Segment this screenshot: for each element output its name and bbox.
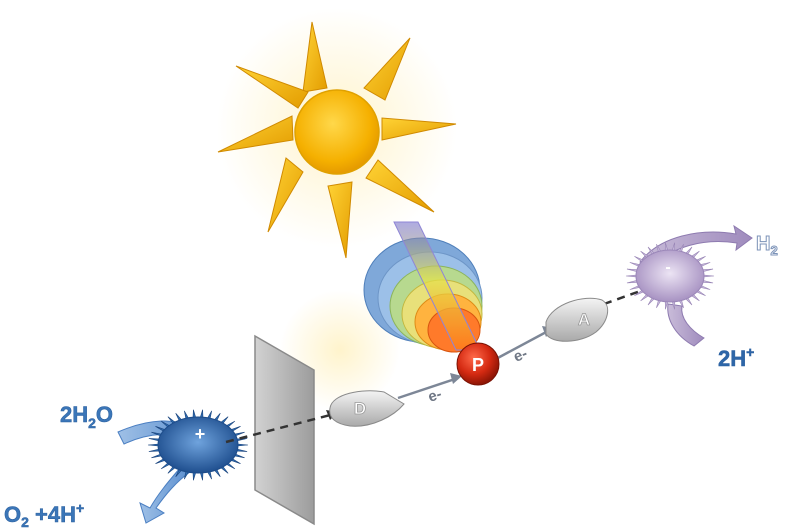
oxygen-outflow-arrow bbox=[140, 468, 190, 523]
reduction-catalyst-body bbox=[636, 250, 704, 302]
oxidation-catalyst: + bbox=[118, 410, 248, 523]
oxidation-catalyst-sign: + bbox=[195, 424, 206, 444]
proton-inflow-arrow bbox=[668, 304, 704, 346]
donor-node: D bbox=[330, 391, 404, 426]
photosensitizer-node: P bbox=[457, 343, 499, 385]
hydrogen-label: H2 bbox=[756, 233, 778, 258]
donor-label: D bbox=[354, 399, 366, 418]
protons-label: 2H+ bbox=[718, 344, 754, 371]
sun bbox=[217, 8, 457, 258]
photosensitizer-label: P bbox=[472, 355, 484, 375]
acceptor-disc bbox=[546, 298, 608, 341]
oxygen-protons-label: O2 +4H+ bbox=[4, 500, 84, 528]
donor-disc bbox=[330, 391, 404, 426]
electron-label-1: e- bbox=[426, 386, 444, 406]
reduction-catalyst-sign: - bbox=[665, 259, 670, 276]
acceptor-node: A bbox=[546, 298, 608, 341]
electron-label-2: e- bbox=[511, 345, 530, 366]
reduction-catalyst: - bbox=[626, 226, 752, 346]
water-label: 2H2O bbox=[60, 402, 113, 431]
acceptor-label: A bbox=[578, 310, 590, 329]
sun-disc bbox=[295, 90, 379, 174]
membrane bbox=[255, 336, 314, 524]
